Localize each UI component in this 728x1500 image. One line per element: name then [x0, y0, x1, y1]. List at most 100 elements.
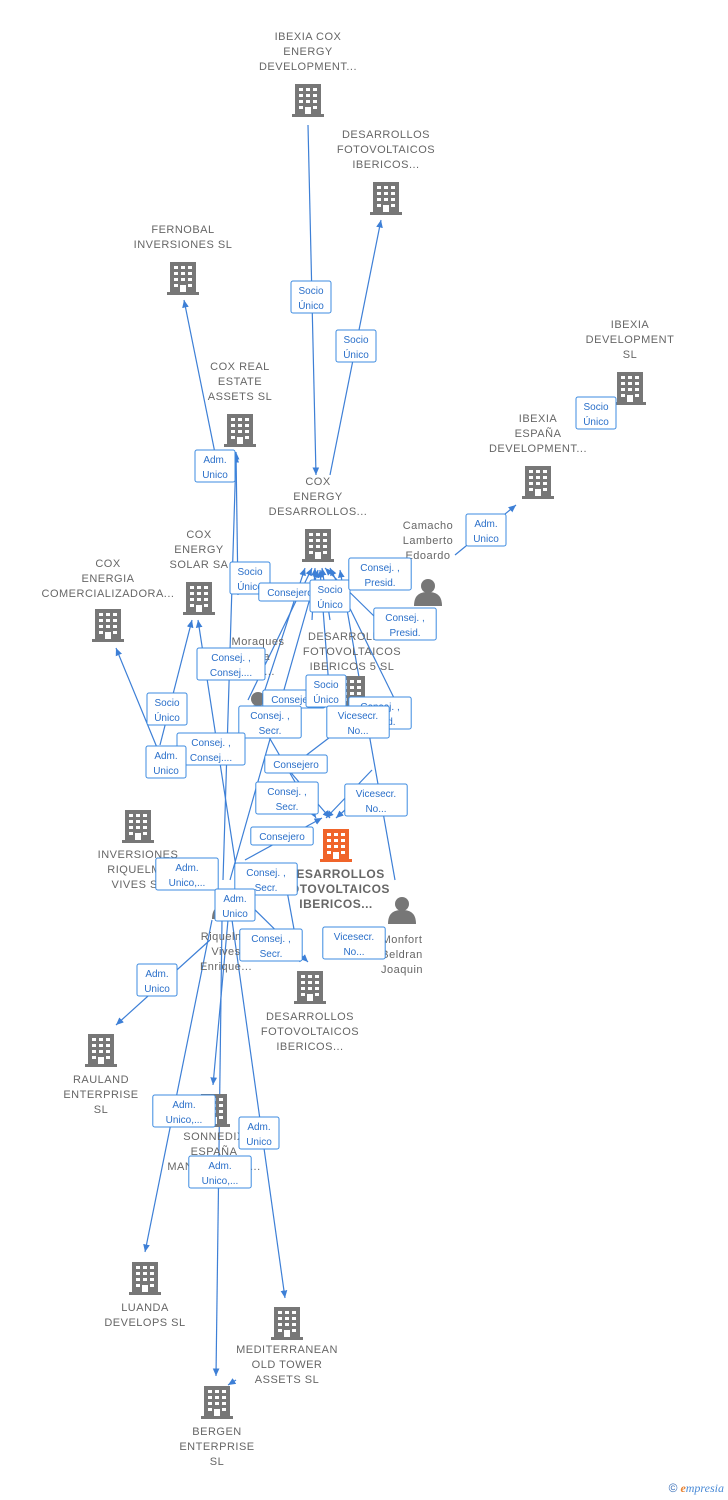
edge-label-l20[interactable]: Consejero — [264, 754, 328, 774]
edge-label-l23[interactable]: Consejero — [250, 826, 314, 846]
edge-label-l30[interactable]: Adm.Unico,... — [152, 1094, 216, 1128]
building-icon — [85, 1034, 117, 1067]
relation-edge — [159, 619, 194, 746]
edge-label-text: Vicesecr.No... — [334, 932, 374, 958]
edge-label-l10[interactable]: Consej. ,Presid. — [373, 607, 437, 641]
edge-label-l4[interactable]: Adm.Unico — [194, 449, 236, 483]
edge-label-text: Consej. ,Secr. — [267, 787, 306, 813]
edge-label-box — [465, 513, 507, 547]
edge-label-l19[interactable]: Adm.Unico — [145, 745, 187, 779]
edge-label-text: Adm.Unico — [473, 519, 499, 545]
building-icon — [224, 414, 256, 447]
edge-label-l21[interactable]: Consej. ,Secr. — [255, 781, 319, 815]
edge-label-l9[interactable]: Consej. ,Presid. — [348, 557, 412, 591]
empresia-logo-initial: e — [680, 1481, 686, 1495]
relation-edge — [227, 1378, 237, 1386]
edge-label-box — [250, 826, 314, 846]
edge-label-text: Consejero — [271, 695, 317, 706]
edge-label-l15[interactable]: Consej. ,Secr. — [238, 705, 302, 739]
edge-label-box — [196, 647, 266, 681]
edge-label-box — [155, 857, 219, 891]
edge-label-box — [305, 674, 347, 708]
edge-label-text: Vicesecr.No... — [338, 711, 378, 737]
edge-label-l5[interactable]: Adm.Unico — [465, 513, 507, 547]
building-icon — [292, 84, 324, 117]
edge-label-l11[interactable]: Consej. ,Consej.... — [196, 647, 266, 681]
building-icon — [129, 1262, 161, 1295]
edge-label-l24[interactable]: Adm.Unico,... — [155, 857, 219, 891]
edge-label-text: Vicesecr.No... — [356, 789, 396, 815]
edge-label-l26[interactable]: Adm.Unico — [214, 888, 256, 922]
edge-label-l22[interactable]: Vicesecr.No... — [344, 783, 408, 817]
edge-label-l31[interactable]: Adm.Unico — [238, 1116, 280, 1150]
person-icon — [388, 897, 416, 924]
edge-label-box — [348, 557, 412, 591]
edge-label-box — [255, 781, 319, 815]
building-icon — [614, 372, 646, 405]
edge-label-l28[interactable]: Vicesecr.No... — [322, 926, 386, 960]
edge-label-text: Consej. ,Presid. — [360, 563, 399, 589]
empresia-footer[interactable]: © empresia — [669, 1481, 724, 1496]
edge-label-box — [239, 928, 303, 962]
building-icon — [370, 182, 402, 215]
relation-edge — [335, 809, 346, 819]
edge-label-l27[interactable]: Consej. ,Secr. — [239, 928, 303, 962]
edge-label-l17[interactable]: Vicesecr.No... — [326, 705, 390, 739]
edge-label-l18[interactable]: Consej. ,Consej.... — [176, 732, 246, 766]
edge-label-l25[interactable]: Consej. ,Secr. — [234, 862, 298, 896]
edge-label-text: Consej. ,Secr. — [246, 868, 285, 894]
edge-label-l29[interactable]: Adm.Unico — [136, 963, 178, 997]
edge-label-l32[interactable]: Adm.Unico,... — [188, 1155, 252, 1189]
building-icon — [302, 529, 334, 562]
relation-edge — [115, 647, 159, 751]
building-icon — [92, 609, 124, 642]
edge-label-box — [146, 692, 188, 726]
edge-label-text: Adm.Unico — [222, 894, 248, 920]
edge-label-text: Adm.Unico — [202, 455, 228, 481]
building-icon — [271, 1307, 303, 1340]
relation-edge — [143, 919, 213, 1253]
edge-label-box — [152, 1094, 216, 1128]
edge-label-text: Consejero — [267, 588, 313, 599]
edge-label-text: Adm.Unico,... — [202, 1161, 239, 1187]
copyright-symbol: © — [668, 1481, 678, 1495]
